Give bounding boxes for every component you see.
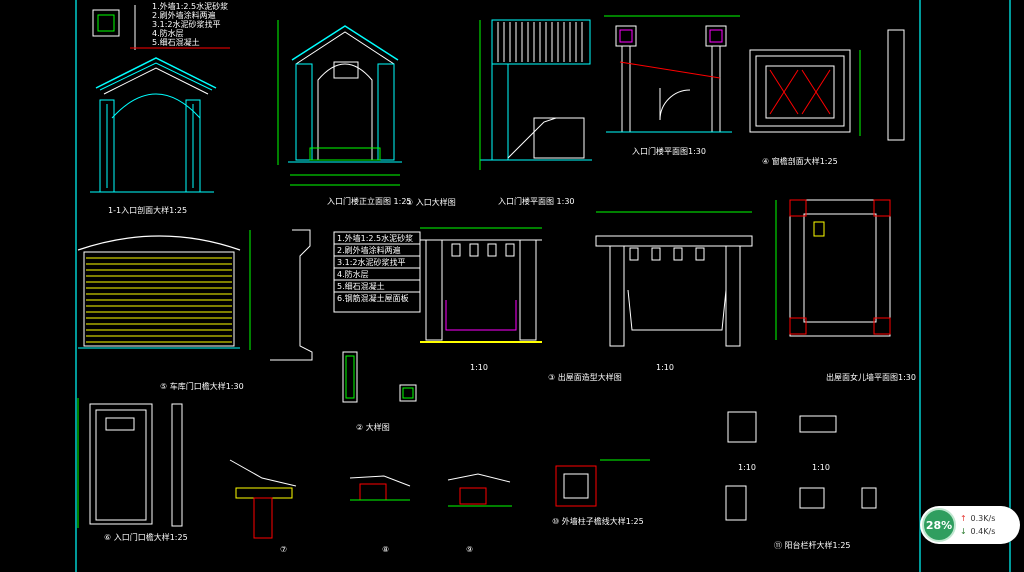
eave-section-7 [229, 459, 297, 539]
parapet-plan-drawing [775, 199, 891, 340]
title-gate-elevation: 入口门楼正立面图 1:25 [327, 196, 412, 206]
network-monitor-widget[interactable]: 28% ↑ 0.3K/s ↓ 0.4K/s [920, 506, 1020, 544]
upload-arrow-icon: ↑ [960, 514, 967, 523]
title-eave-7: ⑦ [280, 545, 287, 554]
upload-speed: 0.3K/s [970, 514, 996, 523]
title-parapet-plan: 出屋面女儿墙平面图1:30 [826, 372, 916, 382]
upload-speed-row: ↑ 0.3K/s [960, 514, 995, 523]
svg-text:1.外墙1:2.5水泥砂浆: 1.外墙1:2.5水泥砂浆 [337, 233, 413, 243]
title-eave-8: ⑧ [382, 545, 389, 554]
svg-text:5.细石混凝土: 5.细石混凝土 [337, 281, 385, 291]
title-eave-9: ⑨ [466, 545, 473, 554]
network-usage-gauge[interactable]: 28% [922, 508, 956, 542]
download-speed-row: ↓ 0.4K/s [960, 527, 995, 536]
svg-text:1.外墙1:2.5水泥砂浆: 1.外墙1:2.5水泥砂浆 [152, 1, 228, 11]
title-small-2: 1:10 [812, 463, 830, 472]
window-eave-drawing [749, 29, 905, 141]
gate-elevation-drawing [277, 20, 402, 186]
title-small-1: 1:10 [738, 463, 756, 472]
small-column-detail [342, 351, 417, 403]
title-entrance-detail-1: ① 入口大样图 [406, 197, 456, 207]
title-entrance-plan-2: 入口门楼平面图1:30 [632, 146, 706, 156]
svg-text:4.防水层: 4.防水层 [152, 28, 184, 38]
title-entrance-plan-1: 入口门楼平面图 1:30 [498, 196, 575, 206]
svg-text:3.1:2水泥砂浆找平: 3.1:2水泥砂浆找平 [337, 257, 406, 267]
svg-text:2.刷外墙涂料两遍: 2.刷外墙涂料两遍 [152, 10, 216, 20]
download-speed: 0.4K/s [970, 527, 996, 536]
balcony-railing-drawing [725, 411, 877, 521]
svg-text:4.防水层: 4.防水层 [337, 269, 369, 279]
eave-section-8 [349, 475, 411, 501]
title-balcony-railing: ⑪ 阳台栏杆大样1:25 [774, 540, 851, 550]
title-window-eave: ④ 窗檐剖面大样1:25 [762, 156, 838, 166]
svg-text:6.钢筋混凝土屋面板: 6.钢筋混凝土屋面板 [337, 293, 409, 303]
title-column-eave: ⑩ 外墙柱子檐线大样1:25 [552, 516, 644, 526]
roof-section-drawing [420, 227, 542, 343]
download-arrow-icon: ↓ [960, 527, 967, 536]
title-door-eave: ⑥ 入口门口檐大样1:25 [104, 532, 188, 542]
title-roof-section-2: 1:10 [656, 363, 674, 372]
svg-text:2.刷外墙涂料两遍: 2.刷外墙涂料两遍 [337, 245, 401, 255]
roof-section-drawing-2 [595, 211, 753, 347]
entrance-stair-drawing [479, 19, 592, 170]
garage-door-drawing [77, 229, 313, 361]
door-plan-drawing [604, 15, 740, 133]
title-garage-door: ⑤ 车库门口檐大样1:30 [160, 381, 244, 391]
svg-text:3.1:2水泥砂浆找平: 3.1:2水泥砂浆找平 [152, 19, 221, 29]
svg-text:5.细石混凝土: 5.细石混凝土 [152, 37, 200, 47]
title-roof-detail: ③ 出屋面造型大样图 [548, 372, 622, 382]
gate-section-drawing [90, 5, 230, 193]
eave-section-9 [447, 473, 512, 507]
title-detail-2: ② 大样图 [356, 422, 390, 432]
spec-notes: 1.外墙1:2.5水泥砂浆 2.刷外墙涂料两遍 3.1:2水泥砂浆找平 4.防水… [152, 1, 228, 47]
sheet-border [75, 0, 1011, 572]
title-gate-section: 1-1入口剖面大样1:25 [108, 205, 187, 215]
spec-table [333, 231, 421, 313]
door-eave-drawing [77, 398, 183, 528]
spec-table-text: 1.外墙1:2.5水泥砂浆 2.刷外墙涂料两遍 3.1:2水泥砂浆找平 4.防水… [337, 233, 413, 303]
column-eave-drawing [555, 459, 650, 507]
title-roof-section-1: 1:10 [470, 363, 488, 372]
